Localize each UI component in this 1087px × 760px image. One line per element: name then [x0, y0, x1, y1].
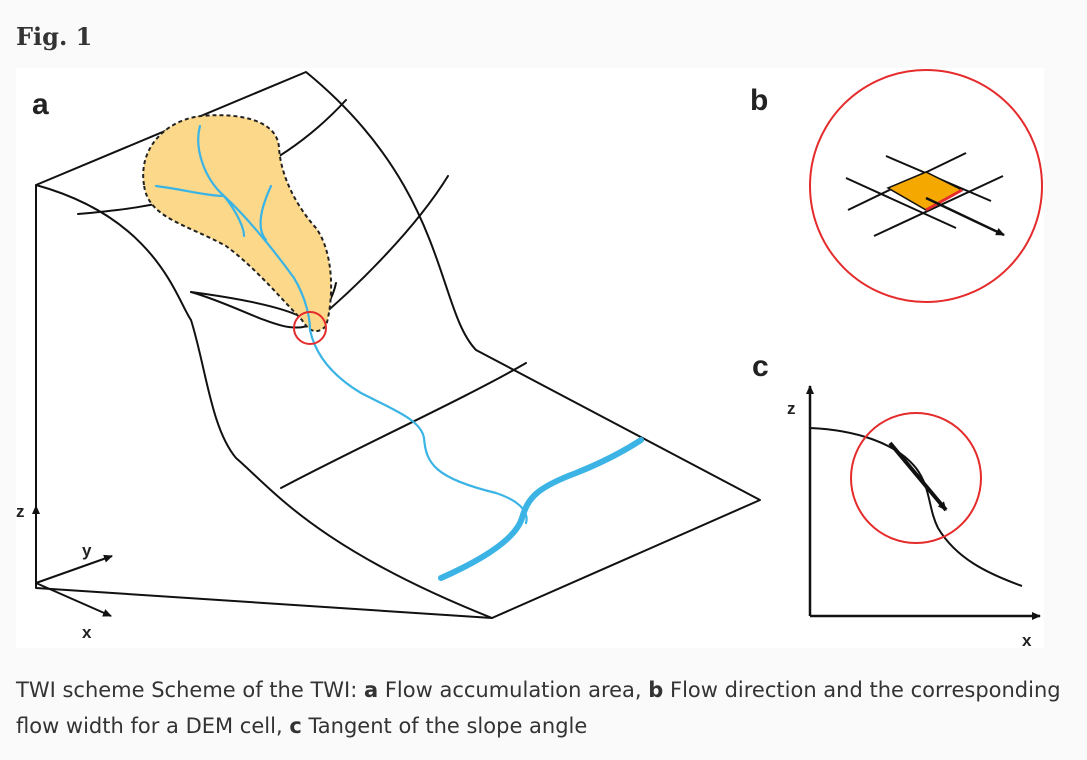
figure-label: Fig. 1 [16, 22, 93, 51]
block-left-face [35, 71, 761, 619]
panel-a-label: a [32, 88, 49, 121]
panel-c-axes [806, 385, 1041, 620]
twi-diagram: a z y x b c z x [16, 69, 1043, 648]
caption-b-key: b [648, 678, 664, 702]
block-profile-curve [35, 184, 493, 619]
twi-scheme-figure: a z y x b c z x [16, 68, 1044, 648]
dem-cell [886, 171, 964, 211]
panel-a-axis-z: z [16, 502, 25, 521]
valley-line [280, 362, 527, 489]
stream-network [154, 124, 528, 525]
panel-c-circle [850, 412, 982, 544]
caption-b-text: Flow direction and the corresponding flo… [16, 678, 1061, 738]
panel-a [35, 71, 761, 619]
caption-c-key: c [289, 714, 302, 738]
panel-b-circle [809, 69, 1043, 303]
caption-a-text: Flow accumulation area, [378, 678, 649, 702]
flow-accumulation-area [142, 114, 333, 333]
outlet-circle [293, 311, 327, 345]
flow-direction-arrow [925, 196, 1005, 237]
slope-profile [809, 427, 1023, 587]
main-channel [438, 437, 644, 581]
caption-c-text: Tangent of the slope angle [301, 714, 588, 738]
panel-c-axis-z: z [787, 399, 796, 418]
panel-c-axis-x: x [1022, 631, 1032, 648]
caption-a-key: a [363, 678, 379, 702]
ridge-line-right [311, 175, 449, 325]
valley-rim [190, 282, 337, 329]
flow-width-edge [925, 188, 963, 212]
panel-a-axis-y: y [82, 541, 92, 560]
tangent-arrow [888, 441, 948, 512]
panel-c-label: c [752, 350, 769, 383]
panel-a-axis-x: x [82, 623, 92, 642]
panel-b-label: b [750, 84, 768, 117]
caption-intro: TWI scheme Scheme of the TWI: [16, 678, 364, 702]
panel-a-axes [32, 505, 113, 617]
figure-caption: TWI scheme Scheme of the TWI: a Flow acc… [16, 672, 1076, 744]
